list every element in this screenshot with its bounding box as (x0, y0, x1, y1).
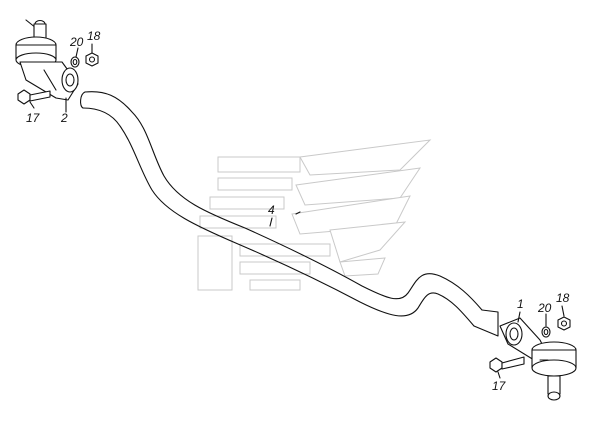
watermark-logo (197, 139, 432, 291)
right-bolt (489, 356, 525, 373)
drag-link-tube (80, 91, 499, 337)
callout-right-1: 1 (517, 297, 524, 311)
callout-right-17: 17 (492, 379, 507, 393)
callout-left-2: 2 (60, 111, 68, 125)
callout-right-18: 18 (556, 291, 570, 305)
callouts: 18 20 17 2 4 1 20 18 17 (26, 29, 570, 393)
right-nut-washer (541, 316, 571, 338)
callout-left-17: 17 (26, 111, 41, 125)
left-bolt (17, 89, 51, 105)
callout-center-4: 4 (268, 203, 275, 217)
callout-left-18: 18 (87, 29, 101, 43)
right-tie-rod-end (499, 317, 577, 401)
callout-right-20: 20 (537, 301, 552, 315)
callout-left-20: 20 (69, 35, 84, 49)
left-nut-washer (70, 52, 99, 68)
left-tie-rod-end (15, 19, 79, 101)
leader-lines (29, 43, 565, 379)
